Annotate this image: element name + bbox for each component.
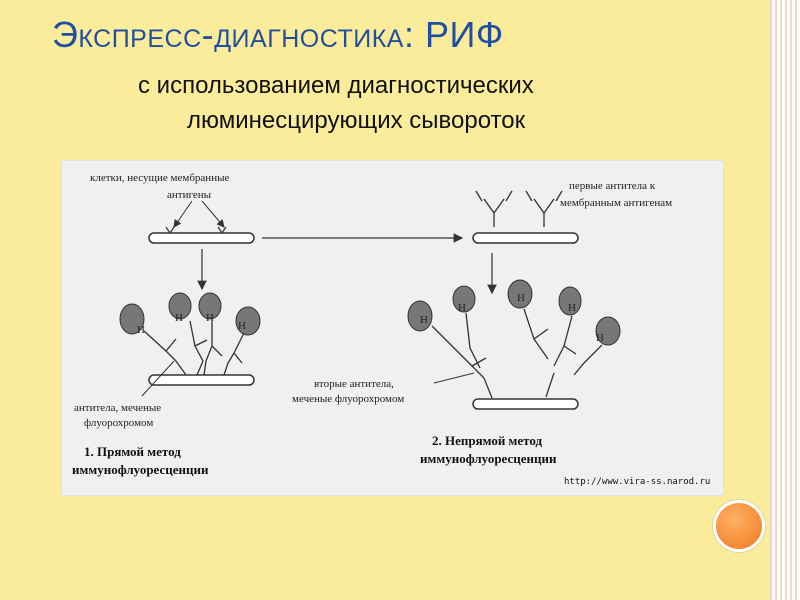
second-ab-pointer	[433, 372, 475, 384]
slide-subtitle-line2: люминесцирующих сывороток	[187, 107, 526, 134]
immunofluorescence-diagram: клетки, несущие мембранные антигены перв…	[61, 160, 724, 496]
svg-text:Н: Н	[517, 292, 525, 304]
indirect-method-line1: 2. Непрямой метод	[432, 433, 543, 448]
second-ab-label-line1: вторые антитела,	[314, 378, 394, 390]
indirect-method-line2: иммунофлуоресценции	[420, 451, 557, 466]
fluorochrome-group-left	[119, 292, 261, 336]
svg-text:Н: Н	[420, 314, 428, 326]
labeled-ab-label-line2: флуорохромом	[84, 417, 153, 429]
first-antibody	[475, 190, 563, 227]
first-ab-label-line2: мембранным антигенам	[560, 197, 672, 209]
slide-title: Экспресс-диагностика: РИФ	[52, 14, 504, 55]
svg-text:Н: Н	[206, 312, 214, 324]
first-ab-label-line1: первые антитела к	[569, 180, 656, 192]
cells-label-line2: антигены	[167, 189, 212, 201]
svg-text:Н: Н	[238, 320, 246, 332]
cell-membrane	[472, 232, 579, 244]
cells-pointer-right	[201, 200, 225, 228]
cells-label-line1: клетки, несущие мембранные	[90, 172, 229, 184]
slide-subtitle-line1: с использованием диагностических	[138, 72, 534, 99]
cell-membrane	[148, 232, 255, 244]
direct-method-line1: 1. Прямой метод	[84, 444, 181, 459]
fluorochrome-symbols-left: Н Н Н Н	[137, 312, 246, 336]
direct-method-line2: иммунофлуоресценции	[72, 462, 209, 477]
cell-membrane	[472, 398, 579, 410]
source-url: http://www.vira-ss.narod.ru	[564, 477, 710, 487]
membrane-antigens	[165, 226, 227, 234]
svg-text:Н: Н	[137, 324, 145, 336]
labeled-ab-label-line1: антитела, меченые	[74, 402, 161, 414]
svg-text:Н: Н	[175, 312, 183, 324]
labeled-ab-pointer	[141, 360, 175, 397]
second-ab-label-line2: меченые флуорохромом	[292, 393, 404, 405]
second-antibodies	[431, 308, 603, 399]
decorative-stripe	[770, 0, 800, 600]
cells-pointer-left	[173, 200, 193, 228]
cell-membrane	[148, 374, 255, 386]
svg-text:Н: Н	[458, 302, 466, 314]
svg-text:Н: Н	[568, 302, 576, 314]
fluorochrome-symbols-right: Н Н Н Н Н	[420, 292, 604, 344]
labeled-antibodies	[143, 320, 245, 376]
fluorochrome-group-right	[407, 279, 621, 346]
diagram-svg: клетки, несущие мембранные антигены перв…	[72, 172, 710, 487]
svg-text:Н: Н	[596, 332, 604, 344]
decorative-circle	[713, 500, 765, 552]
